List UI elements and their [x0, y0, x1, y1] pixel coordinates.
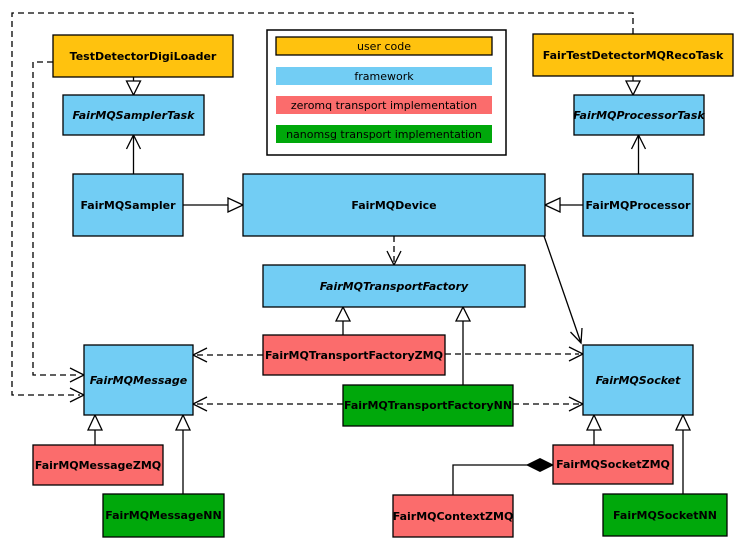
node-label: FairMQSocketNN	[613, 509, 717, 522]
edge-tfnn-to-transportfactory	[454, 305, 472, 385]
hollow-triangle-icon	[624, 80, 642, 97]
hollow-triangle-icon	[334, 305, 352, 322]
edge-contextzmq-to-socketzmq-composition	[452, 457, 555, 495]
node-label: FairMQSocket	[596, 374, 682, 387]
node-fairmq-socket-zmq: FairMQSocketZMQ	[552, 444, 674, 485]
node-fairmq-sampler: FairMQSampler	[72, 173, 184, 237]
node-label: FairMQSamplerTask	[73, 109, 196, 122]
legend: user code framework zeromq transport imp…	[266, 29, 507, 156]
node-test-detector-digi-loader: TestDetectorDigiLoader	[52, 34, 234, 78]
edge-tfnn-to-message-dashed	[191, 396, 343, 412]
edge-sampler-to-device	[183, 196, 245, 214]
node-label: FairMQSampler	[80, 199, 176, 212]
edge-tfzmq-to-transportfactory	[334, 305, 352, 335]
edge-tfnn-to-socket-dashed	[513, 396, 585, 412]
node-label: FairMQTransportFactoryNN	[344, 399, 512, 412]
edge-socketnn-to-socket	[674, 413, 692, 494]
node-fairmq-socket-nn: FairMQSocketNN	[602, 493, 728, 537]
edge-digiloader-to-samplertask	[125, 77, 142, 97]
edge-messagezmq-to-message	[86, 413, 104, 445]
node-fairmq-processor: FairMQProcessor	[582, 173, 694, 237]
edge-processor-to-device	[543, 196, 583, 214]
edge-sampler-to-samplertask	[125, 133, 142, 174]
hollow-triangle-icon	[585, 413, 603, 431]
hollow-triangle-icon	[454, 305, 472, 322]
legend-label-nanomsg: nanomsg transport implementation	[286, 128, 482, 141]
hollow-triangle-icon	[674, 413, 692, 431]
node-label: FairTestDetectorMQRecoTask	[543, 49, 724, 62]
hollow-triangle-icon	[543, 196, 561, 214]
node-label: FairMQMessage	[90, 374, 188, 387]
legend-label-framework: framework	[354, 70, 414, 83]
edge-recotask-to-processortask	[624, 76, 642, 97]
node-fairmq-device: FairMQDevice	[242, 173, 546, 237]
node-label: FairMQDevice	[351, 199, 436, 212]
edge-tfzmq-to-socket-dashed	[445, 346, 585, 362]
legend-swatch-user-code	[275, 36, 493, 56]
edge-tfzmq-to-message-dashed	[191, 347, 263, 363]
node-fairmq-context-zmq: FairMQContextZMQ	[392, 494, 514, 538]
node-label: FairMQMessageZMQ	[35, 459, 161, 472]
hollow-triangle-icon	[174, 413, 192, 431]
node-fairmq-sampler-task: FairMQSamplerTask	[62, 94, 205, 136]
edge-processor-to-processortask	[630, 133, 647, 174]
hollow-triangle-icon	[227, 196, 245, 214]
node-fair-test-detector-mq-reco-task: FairTestDetectorMQRecoTask	[532, 33, 734, 77]
node-fairmq-socket: FairMQSocket	[582, 344, 694, 416]
node-label: FairMQProcessor	[586, 199, 691, 212]
node-label: FairMQMessageNN	[105, 509, 221, 522]
node-fairmq-transport-factory-nn: FairMQTransportFactoryNN	[342, 384, 514, 427]
node-label: FairMQProcessorTask	[573, 109, 705, 122]
node-label: FairMQTransportFactory	[320, 280, 469, 293]
hollow-triangle-icon	[125, 80, 142, 97]
filled-diamond-icon	[525, 457, 555, 473]
node-fairmq-message: FairMQMessage	[83, 344, 194, 416]
edge-device-to-transportfactory-dashed	[386, 236, 402, 267]
node-label: FairMQTransportFactoryZMQ	[265, 349, 443, 362]
node-fairmq-message-zmq: FairMQMessageZMQ	[32, 444, 164, 486]
node-label: FairMQContextZMQ	[393, 510, 514, 523]
legend-swatch-zeromq	[276, 96, 492, 114]
edge-messagenn-to-message	[174, 413, 192, 494]
node-fairmq-message-nn: FairMQMessageNN	[102, 493, 225, 538]
legend-label-zeromq: zeromq transport implementation	[291, 99, 477, 112]
legend-swatch-framework	[276, 67, 492, 85]
edge-socketzmq-to-socket	[585, 413, 603, 445]
edge-device-to-socket	[543, 235, 583, 345]
legend-label-user-code: user code	[357, 40, 411, 53]
legend-swatch-nanomsg	[276, 125, 492, 143]
open-arrowhead-icon	[570, 327, 583, 345]
node-label: TestDetectorDigiLoader	[70, 50, 217, 63]
node-fairmq-transport-factory-zmq: FairMQTransportFactoryZMQ	[262, 334, 446, 376]
hollow-triangle-icon	[86, 413, 104, 431]
node-fairmq-transport-factory: FairMQTransportFactory	[262, 264, 526, 308]
node-fairmq-processor-task: FairMQProcessorTask	[573, 94, 705, 136]
node-label: FairMQSocketZMQ	[556, 458, 670, 471]
